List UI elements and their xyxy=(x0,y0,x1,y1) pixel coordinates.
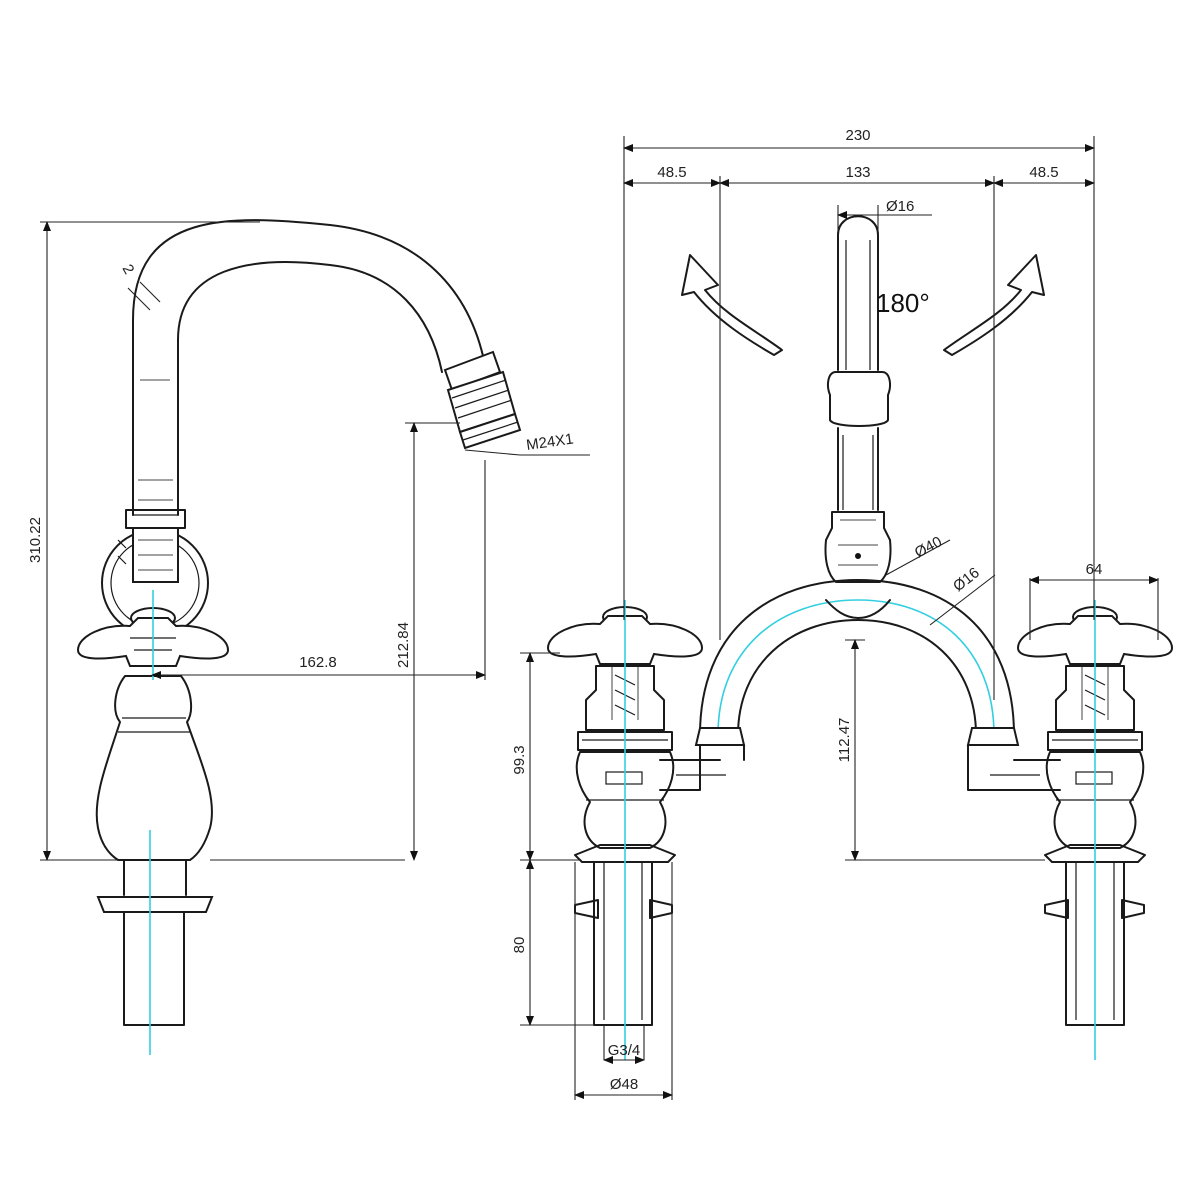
aerator xyxy=(443,350,522,450)
dim-side-right: 48.5 xyxy=(1029,164,1058,181)
spout-inner xyxy=(177,261,443,516)
dim-valve-height: 99.3 xyxy=(511,745,528,774)
dim-aerator-thread: M24X1 xyxy=(525,431,574,454)
dim-total-height: 310.22 xyxy=(27,517,44,563)
dim-spout-height: 212.84 xyxy=(395,622,412,668)
dim-centers: 133 xyxy=(845,164,870,181)
bridge-arch-outer xyxy=(699,579,1015,736)
rotation-arrow-right xyxy=(943,254,1045,356)
side-view xyxy=(76,219,522,1055)
dim-handle-width: 64 xyxy=(1086,561,1103,578)
dim-spout-mark: 2 xyxy=(119,262,138,278)
dim-base-dia: Ø48 xyxy=(610,1076,638,1093)
valve-body xyxy=(95,675,213,861)
front-dimensions: 230 48.5 133 48.5 Ø16 180° Ø40 Ø16 64 99… xyxy=(511,127,1159,1100)
base-flange xyxy=(96,896,214,913)
riser-collar xyxy=(827,371,891,427)
dim-bridge-dia: Ø40 xyxy=(912,533,945,561)
rotation-arrow-left xyxy=(681,254,783,356)
dim-bridge-height: 112.47 xyxy=(836,718,853,763)
side-dimensions: 310.22 212.84 162.8 M24X1 2 xyxy=(27,221,590,861)
spout-outer xyxy=(132,219,486,516)
left-valve xyxy=(546,600,704,1060)
dim-overall-width: 230 xyxy=(845,127,870,144)
bridge-arch-inner xyxy=(737,619,977,736)
swivel-collar xyxy=(125,509,186,529)
centre-hub xyxy=(824,511,892,583)
riser-tube xyxy=(837,215,879,371)
dim-tube-dia: Ø16 xyxy=(950,564,983,595)
dim-rotation: 180° xyxy=(876,288,930,318)
right-valve xyxy=(1016,600,1174,1060)
shank xyxy=(123,859,187,896)
dim-shank-length: 80 xyxy=(511,937,528,954)
front-view xyxy=(546,215,1174,1060)
dim-side-left: 48.5 xyxy=(657,164,686,181)
dim-spout-reach: 162.8 xyxy=(299,654,337,671)
dim-thread: G3/4 xyxy=(608,1042,641,1059)
dim-spout-dia: Ø16 xyxy=(886,198,914,215)
